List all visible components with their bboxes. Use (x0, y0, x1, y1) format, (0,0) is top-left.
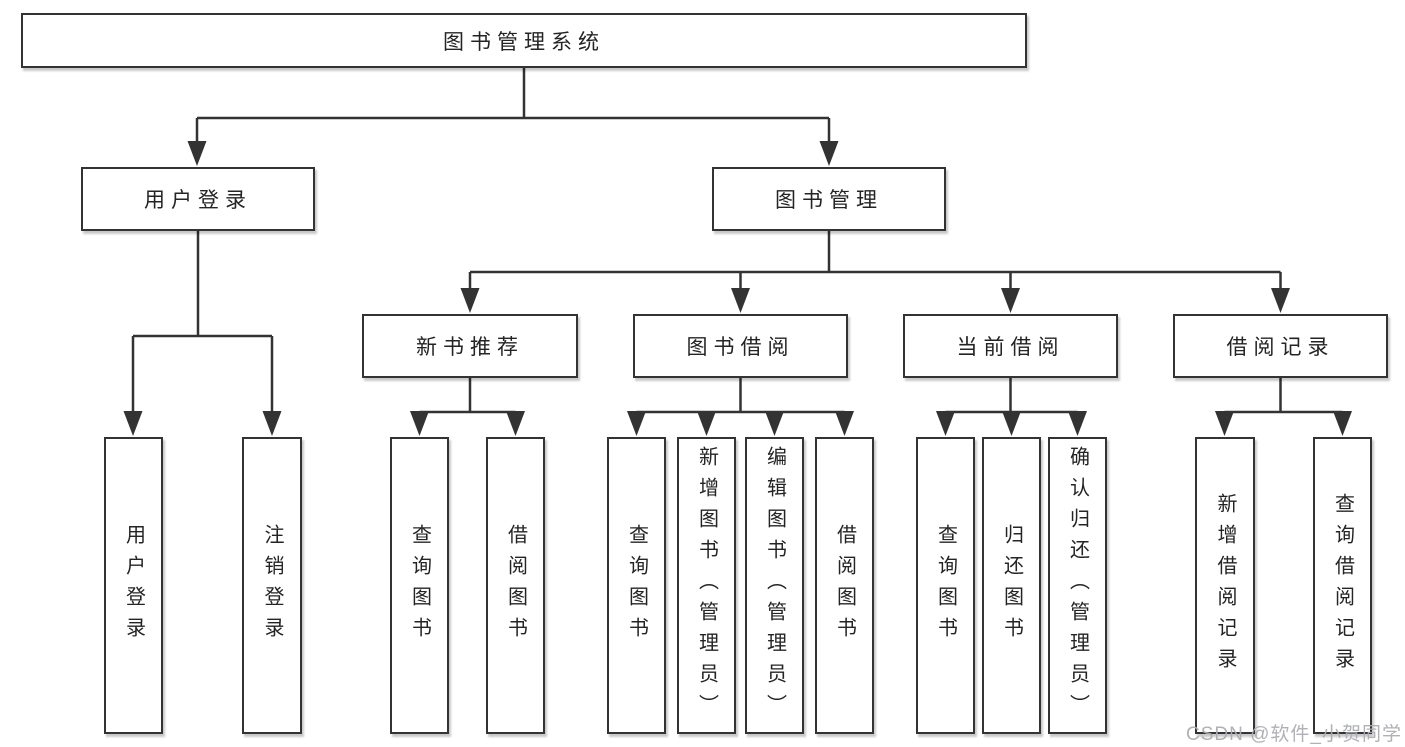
leaf-edit-books-admin-label: 编辑图书（管理员） (763, 446, 786, 725)
leaf-add-borrow-record: 新增借阅记录 (1195, 437, 1255, 734)
arrow-down-icon (262, 411, 282, 436)
arrow-down-icons (123, 141, 1352, 436)
node-current-borrowing: 当前借阅 (903, 314, 1118, 378)
leaf-confirm-return-admin: 确认归还（管理员） (1048, 437, 1107, 734)
leaf-logout-login-label: 注销登录 (261, 523, 283, 648)
node-new-book-recommendation: 新书推荐 (362, 314, 578, 378)
node-book-management: 图书管理 (712, 167, 946, 231)
arrow-down-icon (1215, 411, 1234, 436)
arrow-down-icon (936, 411, 955, 436)
leaf-search-books-borrowing: 查询图书 (607, 437, 666, 734)
leaf-edit-books-admin: 编辑图书（管理员） (745, 437, 804, 734)
leaf-add-books-admin-label: 新增图书（管理员） (695, 446, 718, 725)
node-book-borrowing: 图书借阅 (633, 314, 848, 378)
leaf-return-books-label: 归还图书 (1000, 523, 1023, 648)
leaf-logout-login: 注销登录 (242, 437, 302, 734)
arrow-down-icon (410, 411, 429, 436)
leaf-user-login-label: 用户登录 (122, 523, 145, 648)
leaf-query-borrow-record-label: 查询借阅记录 (1331, 492, 1354, 679)
arrow-down-icon (1271, 288, 1290, 313)
leaf-borrow-books-recommend: 借阅图书 (486, 437, 545, 734)
arrow-down-icon (187, 141, 207, 166)
arrow-down-icon (765, 411, 784, 436)
arrow-down-icon (731, 288, 750, 313)
root-node-label: 图书管理系统 (443, 30, 605, 54)
node-book-borrowing-label: 图书借阅 (686, 336, 795, 359)
leaf-search-books-recommend: 查询图书 (390, 437, 449, 734)
arrow-down-icon (1068, 411, 1087, 436)
leaf-add-books-admin: 新增图书（管理员） (677, 437, 736, 734)
node-book-management-label: 图书管理 (775, 189, 883, 212)
node-new-book-recommendation-label: 新书推荐 (416, 336, 524, 359)
node-borrowing-records: 借阅记录 (1173, 314, 1388, 378)
watermark: CSDN @软件_小贺同学 (1186, 724, 1402, 745)
root-node: 图书管理系统 (21, 13, 1027, 68)
leaf-search-books-borrowing-label: 查询图书 (625, 523, 648, 648)
node-user-login-label: 用户登录 (144, 189, 252, 212)
leaf-add-borrow-record-label: 新增借阅记录 (1214, 492, 1236, 679)
arrow-down-icon (1002, 411, 1021, 436)
arrow-down-icon (835, 411, 854, 436)
arrow-down-icon (1333, 411, 1352, 436)
arrow-down-icon (627, 411, 646, 436)
arrow-down-icon (460, 288, 480, 313)
arrow-down-icon (819, 141, 839, 166)
leaf-search-books-current: 查询图书 (916, 437, 975, 734)
arrow-down-icon (506, 411, 525, 436)
leaf-confirm-return-admin-label: 确认归还（管理员） (1066, 446, 1089, 725)
node-borrowing-records-label: 借阅记录 (1226, 336, 1335, 359)
arrow-down-icon (697, 411, 716, 436)
leaf-search-books-current-label: 查询图书 (934, 523, 957, 648)
leaf-query-borrow-record: 查询借阅记录 (1313, 437, 1372, 734)
leaf-borrow-books-recommend-label: 借阅图书 (504, 523, 527, 648)
leaf-user-login: 用户登录 (104, 437, 163, 734)
leaf-return-books: 归还图书 (982, 437, 1041, 734)
node-user-login: 用户登录 (81, 167, 315, 231)
leaf-borrow-books-label: 借阅图书 (833, 523, 856, 648)
node-current-borrowing-label: 当前借阅 (956, 336, 1065, 359)
leaf-search-books-recommend-label: 查询图书 (408, 523, 431, 648)
arrow-down-icon (1001, 288, 1020, 313)
arrow-down-icon (123, 411, 143, 436)
leaf-borrow-books: 借阅图书 (815, 437, 874, 734)
